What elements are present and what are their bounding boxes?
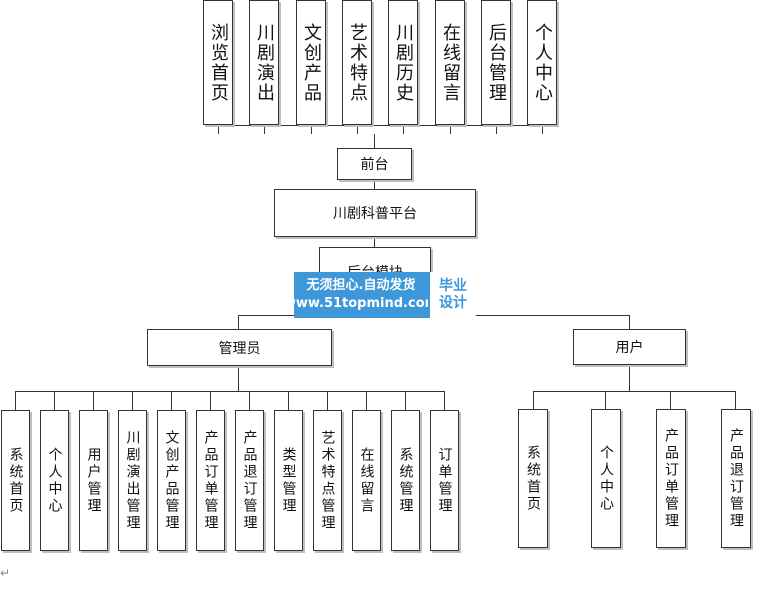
platform-node: 川剧科普平台 [274, 189, 476, 237]
connector [374, 237, 376, 247]
connector [403, 125, 405, 134]
connector [629, 315, 631, 329]
connector [264, 125, 266, 134]
admin-module-box: 个人中心 [40, 410, 69, 551]
connector [366, 391, 368, 410]
connector [311, 125, 313, 134]
admin-module-box: 订单管理 [430, 410, 459, 551]
watermark-badge-line1: 毕业 [439, 278, 467, 294]
watermark-badge-line2: 设计 [439, 295, 467, 311]
connector [238, 315, 240, 329]
admin-node: 管理员 [147, 329, 332, 366]
watermark-line2: www.51topmind.com [283, 296, 439, 311]
front-module-box: 文创产品 [296, 0, 326, 125]
front-module-box: 个人中心 [527, 0, 557, 125]
front-node: 前台 [337, 148, 412, 180]
connector [218, 125, 220, 134]
front-module-box: 川剧演出 [249, 0, 279, 125]
admin-module-box: 产品退订管理 [235, 410, 264, 551]
user-module-box: 产品退订管理 [721, 409, 751, 548]
connector [15, 391, 444, 393]
connector [54, 391, 56, 410]
connector [670, 391, 672, 409]
connector [629, 365, 631, 391]
admin-module-box: 用户管理 [79, 410, 108, 551]
user-module-box: 系统首页 [518, 409, 548, 548]
watermark-badge: 毕业 设计 [428, 272, 476, 318]
connector [288, 391, 290, 410]
admin-module-box: 在线留言 [352, 410, 381, 551]
user-module-box: 产品订单管理 [656, 409, 686, 548]
connector [496, 125, 498, 134]
connector [218, 125, 543, 127]
connector [405, 391, 407, 410]
admin-module-box: 川剧演出管理 [118, 410, 147, 551]
admin-module-box: 系统管理 [391, 410, 420, 551]
admin-module-box: 产品订单管理 [196, 410, 225, 551]
connector [533, 391, 735, 393]
connector [327, 391, 329, 410]
connector [444, 391, 446, 410]
connector [735, 391, 737, 409]
connector [238, 366, 240, 391]
watermark-banner: 无须担心.自动发货 www.51topmind.com 毕业 设计 [284, 272, 476, 318]
watermark-line1: 无须担心.自动发货 [306, 278, 416, 293]
front-module-box: 艺术特点 [342, 0, 372, 125]
front-module-box: 后台管理 [481, 0, 511, 125]
watermark-text: 无须担心.自动发货 www.51topmind.com [284, 272, 438, 318]
connector [542, 125, 544, 134]
connector [605, 391, 607, 409]
connector [210, 391, 212, 410]
user-node: 用户 [573, 329, 686, 365]
connector [533, 391, 535, 409]
paragraph-mark: ↵ [0, 566, 11, 580]
connector [249, 391, 251, 410]
admin-module-box: 系统首页 [1, 410, 30, 551]
connector [374, 134, 376, 148]
front-module-box: 川剧历史 [388, 0, 418, 125]
connector [374, 180, 376, 189]
connector [15, 391, 17, 410]
connector [357, 125, 359, 134]
connector [132, 391, 134, 410]
user-module-box: 个人中心 [591, 409, 621, 548]
front-module-box: 在线留言 [435, 0, 465, 125]
admin-module-box: 艺术特点管理 [313, 410, 342, 551]
connector [171, 391, 173, 410]
front-module-box: 浏览首页 [203, 0, 233, 125]
connector [93, 391, 95, 410]
admin-module-box: 文创产品管理 [157, 410, 186, 551]
connector [450, 125, 452, 134]
admin-module-box: 类型管理 [274, 410, 303, 551]
